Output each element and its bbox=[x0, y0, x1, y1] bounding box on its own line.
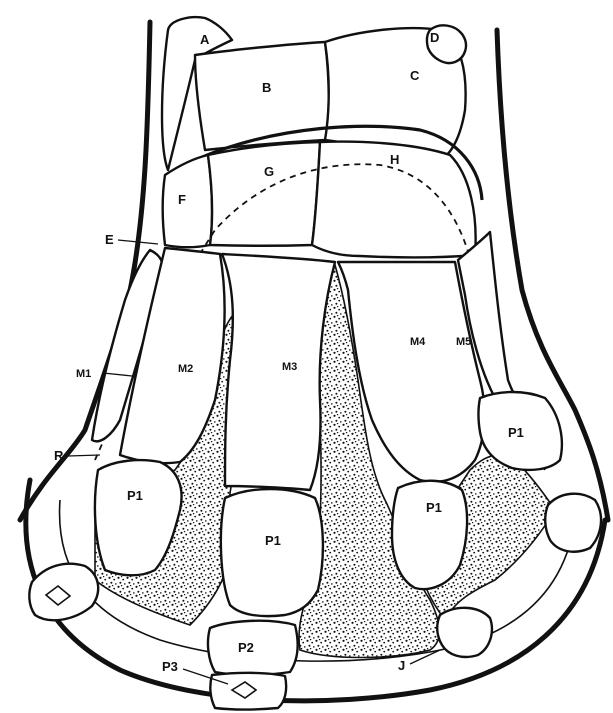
bone-b bbox=[195, 42, 329, 150]
distal-tip-midright bbox=[437, 608, 492, 657]
label-m5: M5 bbox=[456, 336, 471, 348]
label-m4: M4 bbox=[410, 336, 426, 348]
label-h: H bbox=[390, 152, 399, 167]
phalanx-p3 bbox=[210, 673, 286, 710]
label-p1-left: P1 bbox=[127, 488, 143, 503]
bone-g bbox=[208, 142, 320, 246]
label-e: E bbox=[105, 232, 114, 247]
label-m1: M1 bbox=[76, 368, 91, 380]
label-c: C bbox=[410, 68, 420, 83]
label-p1-right: P1 bbox=[508, 425, 524, 440]
label-g: G bbox=[264, 164, 274, 179]
label-j: J bbox=[398, 658, 405, 673]
phalanx-p1-midright bbox=[392, 481, 467, 589]
label-p1-midright: P1 bbox=[426, 500, 442, 515]
label-b: B bbox=[262, 80, 271, 95]
metacarpal-m3 bbox=[222, 254, 335, 490]
leader-r bbox=[68, 455, 100, 456]
label-p2: P2 bbox=[238, 640, 254, 655]
label-f: F bbox=[178, 192, 186, 207]
label-p1-center: P1 bbox=[265, 533, 281, 548]
label-a: A bbox=[200, 32, 210, 47]
label-m3: M3 bbox=[282, 361, 297, 373]
label-m2: M2 bbox=[178, 363, 193, 375]
bone-f bbox=[163, 155, 212, 247]
label-p3: P3 bbox=[162, 659, 178, 674]
label-r: R bbox=[54, 448, 64, 463]
label-d: D bbox=[430, 30, 439, 45]
distal-tip-left bbox=[29, 564, 98, 621]
phalanx-p1-center bbox=[221, 489, 323, 616]
distal-tip-right bbox=[545, 494, 601, 552]
